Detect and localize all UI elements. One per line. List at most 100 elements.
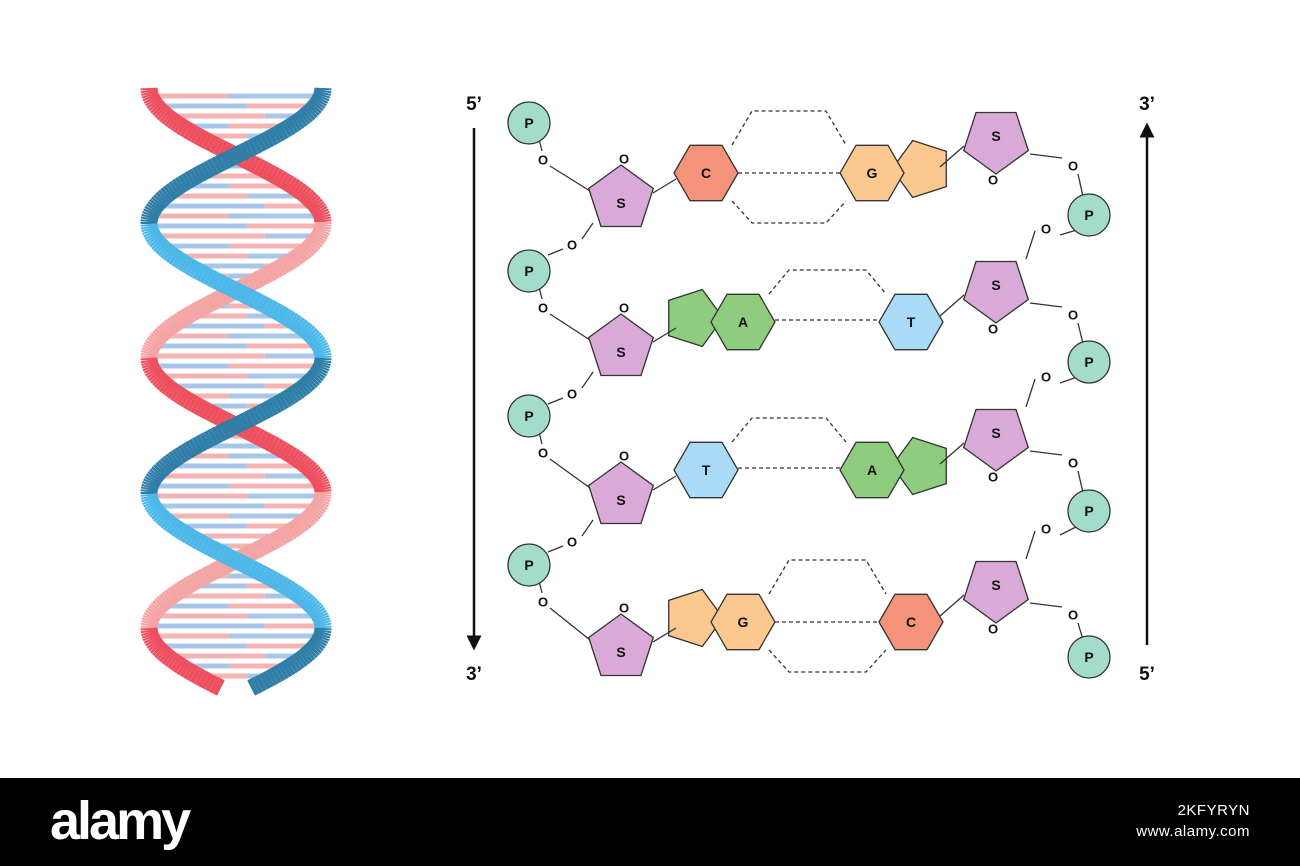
- sugar-right-label: S: [991, 128, 1000, 144]
- helix-blue-strand-segment: [312, 344, 330, 354]
- base-ring-small: [668, 588, 724, 648]
- helix-red-strand-segment: [190, 396, 202, 414]
- left-strand-top-label: 5’: [466, 94, 482, 115]
- base-label: G: [738, 614, 749, 630]
- helix-red-strand-segment: [241, 546, 253, 564]
- helix-blue-strand-segment: [199, 432, 212, 450]
- helix-blue-strand-segment: [311, 339, 327, 351]
- helix-red-strand-segment: [249, 426, 261, 444]
- helix-blue-strand-segment: [273, 394, 286, 412]
- helix-blue-strand-segment: [258, 132, 271, 150]
- helix-blue-strand-segment: [270, 396, 282, 414]
- helix-blue-strand-segment: [219, 422, 231, 440]
- backbone-bond: [652, 327, 677, 343]
- right-strand-direction: 3’ 5’: [1139, 94, 1155, 685]
- helix-red-strand-segment: [164, 319, 178, 335]
- helix-blue-strand-segment: [141, 225, 159, 233]
- helix-red-strand-segment: [268, 532, 281, 550]
- backbone-bond: [581, 371, 594, 389]
- helix-blue-strand-segment: [181, 172, 194, 190]
- helix-red-strand-segment: [186, 664, 199, 682]
- helix-blue-strand-segment: [168, 519, 182, 535]
- helix-blue-strand-segment: [313, 361, 331, 369]
- helix-red-strand-segment: [213, 290, 225, 308]
- sugar-left-label: S: [616, 344, 625, 360]
- image-credit: 2KFYRYN www.alamy.com: [1136, 800, 1250, 842]
- helix-red-strand-segment: [309, 232, 325, 246]
- helix-red-strand-segment: [193, 128, 206, 146]
- helix-red-strand-segment: [167, 113, 180, 129]
- helix-blue-strand-segment: [258, 402, 271, 420]
- helix-red-strand-segment: [170, 584, 183, 602]
- helix-blue-strand-segment: [297, 109, 311, 125]
- helix-red-strand-segment: [213, 678, 225, 696]
- helix-red-strand-segment: [161, 379, 175, 395]
- helix-blue-strand-segment: [174, 252, 188, 270]
- helix-blue-strand-segment: [305, 600, 320, 614]
- helix-blue-strand-segment: [142, 227, 159, 235]
- helix-blue-strand-segment: [171, 250, 185, 268]
- phosphate-label: P: [524, 115, 533, 131]
- helix-blue-strand-segment: [297, 379, 311, 395]
- helix-blue-strand-segment: [270, 666, 282, 684]
- helix-blue-strand-segment: [207, 428, 219, 446]
- helix-red-strand-segment: [170, 654, 183, 672]
- helix-blue-strand-segment: [255, 134, 267, 152]
- oxygen-atom: O: [1041, 370, 1051, 385]
- helix-blue-strand-segment: [144, 499, 161, 511]
- helix-blue-strand-segment: [299, 107, 314, 123]
- helix-red-strand-segment: [158, 593, 173, 609]
- helix-blue-strand-segment: [239, 556, 251, 574]
- helix-red-strand-segment: [150, 100, 165, 114]
- helix-red-strand-segment: [300, 511, 315, 527]
- helix-red-strand-segment: [158, 107, 173, 123]
- helix-red-strand-segment: [268, 436, 281, 454]
- helix-red-strand-segment: [190, 302, 202, 320]
- base-T: T: [673, 441, 739, 499]
- helix-blue-strand-segment: [307, 370, 322, 384]
- helix-blue-strand-segment: [280, 390, 293, 408]
- helix-red-strand-segment: [143, 342, 160, 352]
- helix-red-strand-segment: [209, 406, 221, 424]
- helix-blue-strand-segment: [231, 282, 243, 300]
- helix-red-strand-segment: [296, 455, 310, 471]
- helix-red-strand-segment: [298, 243, 312, 259]
- helix-blue-strand-segment: [239, 412, 251, 430]
- helix-blue-strand-segment: [143, 478, 160, 488]
- helix-red-strand-segment: [298, 187, 312, 203]
- phosphate-left: P: [507, 249, 551, 293]
- helix-red-strand-segment: [287, 448, 301, 466]
- helix-red-strand-segment: [186, 124, 199, 142]
- helix-red-strand-segment: [309, 200, 325, 214]
- backbone-bond: [1025, 530, 1036, 560]
- helix-red-strand-segment: [271, 260, 284, 278]
- helix-red-strand-segment: [161, 321, 175, 337]
- helix-blue-strand-segment: [299, 377, 314, 393]
- helix-blue-strand-segment: [262, 400, 275, 418]
- helix-blue-strand-segment: [211, 272, 223, 290]
- helix-blue-strand-segment: [312, 92, 330, 102]
- phosphate-right: P: [1067, 193, 1111, 237]
- helix-red-strand-segment: [142, 614, 160, 624]
- helix-blue-strand-segment: [143, 498, 160, 508]
- helix-blue-strand-segment: [207, 540, 219, 558]
- helix-red-strand-segment: [298, 513, 312, 529]
- helix-blue-strand-segment: [247, 290, 259, 308]
- helix-red-strand-segment: [143, 94, 160, 104]
- helix-red-strand-segment: [176, 310, 189, 328]
- helix-red-strand-segment: [190, 126, 202, 144]
- helix-blue-strand-segment: [184, 440, 197, 458]
- site-url: www.alamy.com: [1136, 823, 1250, 840]
- backbone-bond: [547, 545, 564, 553]
- helix-blue-strand-segment: [144, 205, 161, 217]
- helix-red-strand-segment: [260, 266, 273, 284]
- helix-blue-strand-segment: [191, 532, 204, 550]
- helix-red-strand-segment: [150, 332, 165, 346]
- helix-red-strand-segment: [284, 176, 298, 194]
- helix-blue-strand-segment: [145, 501, 162, 513]
- helix-red-strand-segment: [313, 213, 331, 221]
- helix-blue-strand-segment: [165, 517, 179, 533]
- helix-blue-strand-segment: [312, 632, 330, 642]
- helix-red-strand-segment: [281, 174, 295, 192]
- helix-red-strand-segment: [143, 634, 160, 644]
